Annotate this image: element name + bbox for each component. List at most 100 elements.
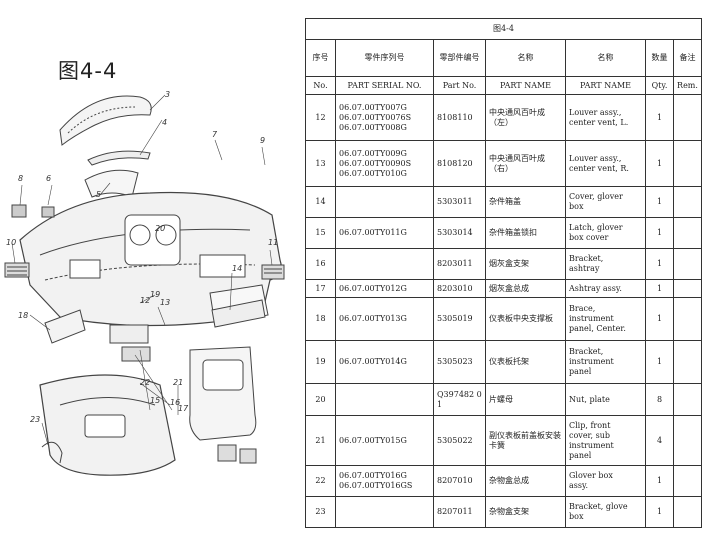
header-cn-part: 零部件编号 [433,39,486,77]
header-cn-rem: 备注 [673,39,702,77]
cell-qty: 1 [645,279,674,298]
cell-rem [673,279,702,298]
cell-name-en-line: instrument [569,314,614,323]
cell-name-en-line: panel [569,367,592,376]
cell-rem [673,186,702,218]
cell-qty: 1 [645,248,674,280]
cell-serial-line: 06.07.00TY0090S [339,158,412,168]
cell-name-en-line: Ashtray assy. [569,283,622,293]
cell-part-no: 8207011 [433,496,486,528]
cell-part-no: 5303014 [433,217,486,249]
cell-qty: 1 [645,297,674,341]
cell-name-cn: 中央通风百叶成（左） [485,94,566,141]
cell-serial-line: 06.07.00TY009G [339,148,407,158]
cell-serial: 06.07.00TY014G [335,340,434,384]
cell-name-en-line: instrument [569,440,614,450]
cell-name-en-line: box [569,512,584,521]
header-en-no: No. [305,76,336,95]
cell-serial-line: 06.07.00TY014G [339,357,407,366]
cell-serial [335,383,434,416]
header-en-part: Part No. [433,76,486,95]
cell-name-en-line: instrument [569,357,614,366]
cell-part-no: 8108110 [433,94,486,141]
cell-serial: 06.07.00TY013G [335,297,434,341]
cell-name-en-line: Clip, front [569,420,611,430]
cell-qty: 4 [645,415,674,466]
cell-serial [335,248,434,280]
header-row-en: No. PART SERIAL NO. Part No. PART NAME P… [305,76,702,95]
header-row-cn: 序号 零件序列号 零部件编号 名称 名称 数量 备注 [305,39,702,77]
cell-qty: 1 [645,496,674,528]
cell-serial-line: 06.07.00TY013G [339,314,407,323]
cell-serial-line: 06.07.00TY011G [339,228,407,237]
cell-part-no: 8108120 [433,140,486,187]
cell-name-en: Ashtray assy. [565,279,646,298]
cell-no: 14 [305,186,336,218]
cell-name-en-line: Bracket, glove [569,502,628,511]
cell-name-cn: 杂物盒总成 [485,465,566,497]
cell-qty: 8 [645,383,674,416]
ashtray-bracket-part [109,324,149,344]
cell-rem [673,140,702,187]
svg-text:21: 21 [173,378,183,387]
cell-name-cn: 杂件箱盖锁扣 [485,217,566,249]
cell-part-no: 5305022 [433,415,486,466]
cell-name-en-line: Bracket, [569,347,604,356]
svg-text:10: 10 [6,238,16,247]
cell-name-en-line: ashtray [569,264,600,273]
svg-text:16: 16 [170,398,180,407]
svg-text:7: 7 [212,130,218,139]
cell-rem [673,340,702,384]
cell-serial-line: 06.07.00TY012G [339,283,407,293]
cell-name-en-line: Latch, glover [569,223,623,232]
svg-text:22: 22 [140,378,150,387]
svg-text:9: 9 [260,136,265,145]
cell-name-en-line: Louver assy., [569,107,622,117]
panel-bracket-part [211,299,266,328]
svg-text:18: 18 [18,311,28,320]
header-cn-no: 序号 [305,39,336,77]
cell-serial: 06.07.00TY011G [335,217,434,249]
cell-no: 21 [305,415,336,466]
cell-rem [673,248,702,280]
cell-no: 12 [305,94,336,141]
cell-name-en: Louver assy.,center vent, R. [565,140,646,187]
cell-qty: 1 [645,186,674,218]
cell-name-en: Louver assy.,center vent, L. [565,94,646,141]
cell-serial-line: 06.07.00TY015G [339,435,407,445]
cell-name-en-line: center vent, R. [569,163,629,173]
svg-text:15: 15 [150,396,160,405]
svg-text:11: 11 [268,238,278,247]
svg-text:23: 23 [30,415,40,424]
cell-name-en-line: cover, sub [569,430,610,440]
cell-rem [673,415,702,466]
cell-rem [673,496,702,528]
cell-name-en-line: Nut, plate [569,394,610,404]
brace-part [44,309,86,344]
cell-rem [673,217,702,249]
cell-name-en-line: assy. [569,481,588,490]
cell-name-en-line: panel [569,450,592,460]
right-vent-part [261,264,285,280]
cell-no: 13 [305,140,336,187]
svg-text:17: 17 [178,404,189,413]
svg-text:3: 3 [165,90,170,99]
table-caption: 图4-4 [305,18,702,40]
cell-serial: 06.07.00TY012G [335,279,434,298]
cell-name-cn: 中央通风百叶成（右） [485,140,566,187]
trim-strip-part [87,150,151,166]
parts-table-wrapper: 图4-4 序号 零件序列号 零部件编号 名称 名称 数量 备注 No. PART… [305,18,702,528]
header-cn-name: 名称 [485,39,566,77]
cell-part-no: 8207010 [433,465,486,497]
